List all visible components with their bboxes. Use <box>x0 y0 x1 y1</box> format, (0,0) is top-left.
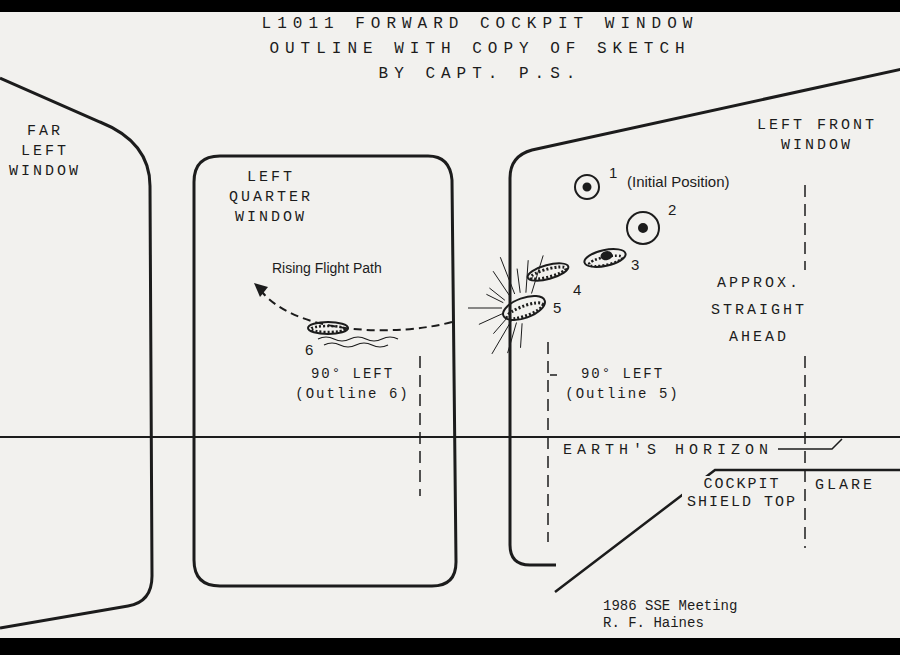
callout-number: 3 <box>631 255 639 274</box>
angle-note: 90° LEFT (Outline 5) <box>560 364 685 404</box>
window-edge <box>510 69 900 565</box>
light-ray <box>532 255 544 293</box>
light-ray <box>521 323 523 348</box>
window-edge <box>194 156 456 586</box>
shield-label: COCKPIT SHIELD TOP <box>682 476 802 512</box>
light-ray <box>468 308 502 309</box>
leader-line <box>778 439 842 449</box>
caption: 1986 SSE Meeting R. F. Haines <box>603 598 753 632</box>
light-ray <box>479 313 503 324</box>
window-label: LEFT FRONT WINDOW <box>734 116 900 156</box>
position-note: (Initial Position) <box>627 172 730 191</box>
callout-number: 6 <box>305 340 313 359</box>
outline5-line <box>547 342 549 542</box>
flight-path <box>262 292 452 330</box>
callout-number: 4 <box>573 280 581 299</box>
window-outline: FAR LEFT WINDOW <box>0 76 156 632</box>
angle-note: 90° LEFT (Outline 6) <box>290 364 415 404</box>
straight-ahead-line <box>804 185 806 548</box>
horizon-line <box>0 436 900 438</box>
callout-number: 2 <box>668 200 676 219</box>
window-label: FAR LEFT WINDOW <box>0 122 90 182</box>
horizon-label: EARTH'S HORIZON <box>563 441 773 460</box>
light-ray <box>517 269 520 293</box>
light-ray <box>489 288 505 300</box>
window-label: LEFT QUARTER WINDOW <box>206 168 336 228</box>
shield-line <box>555 470 900 592</box>
light-ray <box>486 294 503 302</box>
leader-line <box>550 374 557 376</box>
top-bar <box>0 0 900 12</box>
callout-number: 5 <box>553 298 561 317</box>
glare-label: GLARE <box>815 476 875 495</box>
light-ray <box>500 257 514 294</box>
title: L1011 FORWARD COCKPIT WINDOW OUTLINE WIT… <box>250 12 710 87</box>
window-edge <box>0 78 152 628</box>
outline6-line <box>419 356 421 496</box>
direction-note: APPROX. STRAIGHT AHEAD <box>698 270 820 351</box>
callout-number: 1 <box>609 163 617 182</box>
light-ray <box>493 318 507 334</box>
light-ray <box>492 321 512 354</box>
bottom-bar <box>0 638 900 655</box>
light-ray <box>526 260 528 293</box>
arrow-head <box>254 283 268 297</box>
path-label: Rising Flight Path <box>272 259 382 277</box>
